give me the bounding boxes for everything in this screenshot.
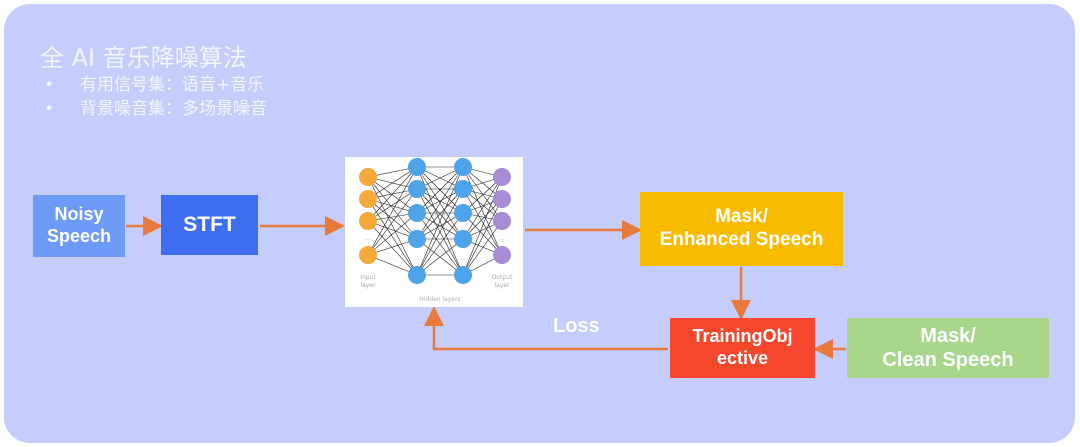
nn-ellipsis: ... — [499, 235, 505, 242]
noisy-speech-box: Noisy Speech — [33, 195, 125, 257]
nn-connection — [462, 166, 503, 256]
stft-box: STFT — [161, 195, 258, 255]
neural-network-diagram: ............InputlayerOutputlayerHidden … — [359, 158, 513, 303]
nn-connection — [416, 166, 464, 214]
nn-node — [454, 158, 472, 176]
nn-node — [359, 212, 377, 230]
nn-connection — [367, 166, 418, 200]
nn-node — [359, 190, 377, 208]
nn-ellipsis: ... — [460, 255, 466, 262]
nn-node — [454, 204, 472, 222]
page-title: 全 AI 音乐降噪算法 — [40, 44, 247, 72]
nn-node — [408, 158, 426, 176]
output-layer-label: layer — [494, 282, 510, 289]
nn-node — [454, 180, 472, 198]
mask-enhanced-speech-box: Mask/ Enhanced Speech — [640, 192, 843, 266]
nn-node — [359, 246, 377, 264]
nn-node — [493, 190, 511, 208]
nn-node — [359, 168, 377, 186]
nn-connection — [367, 220, 418, 276]
bullet-text: 有用信号集：语音+音乐 — [80, 75, 265, 95]
nn-connection — [462, 176, 503, 240]
nn-connection — [367, 188, 418, 256]
bullet-item: •有用信号集：语音+音乐 — [44, 75, 265, 95]
nn-node — [493, 212, 511, 230]
nn-connection — [367, 198, 418, 240]
arrow-loss-nn — [424, 306, 668, 351]
nn-node — [493, 246, 511, 264]
input-layer-label: layer — [360, 282, 376, 289]
nn-node — [408, 230, 426, 248]
output-layer-label: Output — [492, 274, 513, 281]
nn-connection — [462, 212, 503, 256]
nn-connection — [462, 198, 503, 240]
nn-connection — [367, 166, 418, 256]
nn-connection — [416, 212, 464, 276]
nn-connection — [416, 238, 464, 276]
nn-connection — [462, 188, 503, 256]
nn-connection — [462, 220, 503, 276]
nn-node — [454, 266, 472, 284]
nn-connection — [367, 176, 418, 214]
hidden-layers-label: Hidden layers — [419, 296, 460, 303]
nn-connection — [367, 188, 418, 222]
input-layer-label: Input — [360, 274, 376, 281]
nn-ellipsis: ... — [414, 255, 420, 262]
nn-connection — [462, 198, 503, 276]
bullet-text: 背景噪音集：多场景噪音 — [80, 99, 267, 119]
nn-node — [408, 204, 426, 222]
training-objective-box: TrainingObj ective — [670, 318, 815, 378]
mask-clean-speech-box: Mask/ Clean Speech — [847, 318, 1049, 378]
nn-node — [454, 230, 472, 248]
nn-node — [408, 180, 426, 198]
nn-ellipsis: ... — [365, 235, 371, 242]
loss-label: Loss — [553, 315, 600, 337]
nn-node — [408, 266, 426, 284]
nn-node — [493, 168, 511, 186]
bullet-item: •背景噪音集：多场景噪音 — [44, 99, 267, 119]
nn-connection — [416, 188, 464, 276]
nn-connection — [416, 166, 464, 240]
nn-connection — [416, 188, 464, 240]
nn-connection — [367, 176, 418, 240]
nn-connection — [367, 212, 418, 256]
nn-connection — [367, 166, 418, 222]
